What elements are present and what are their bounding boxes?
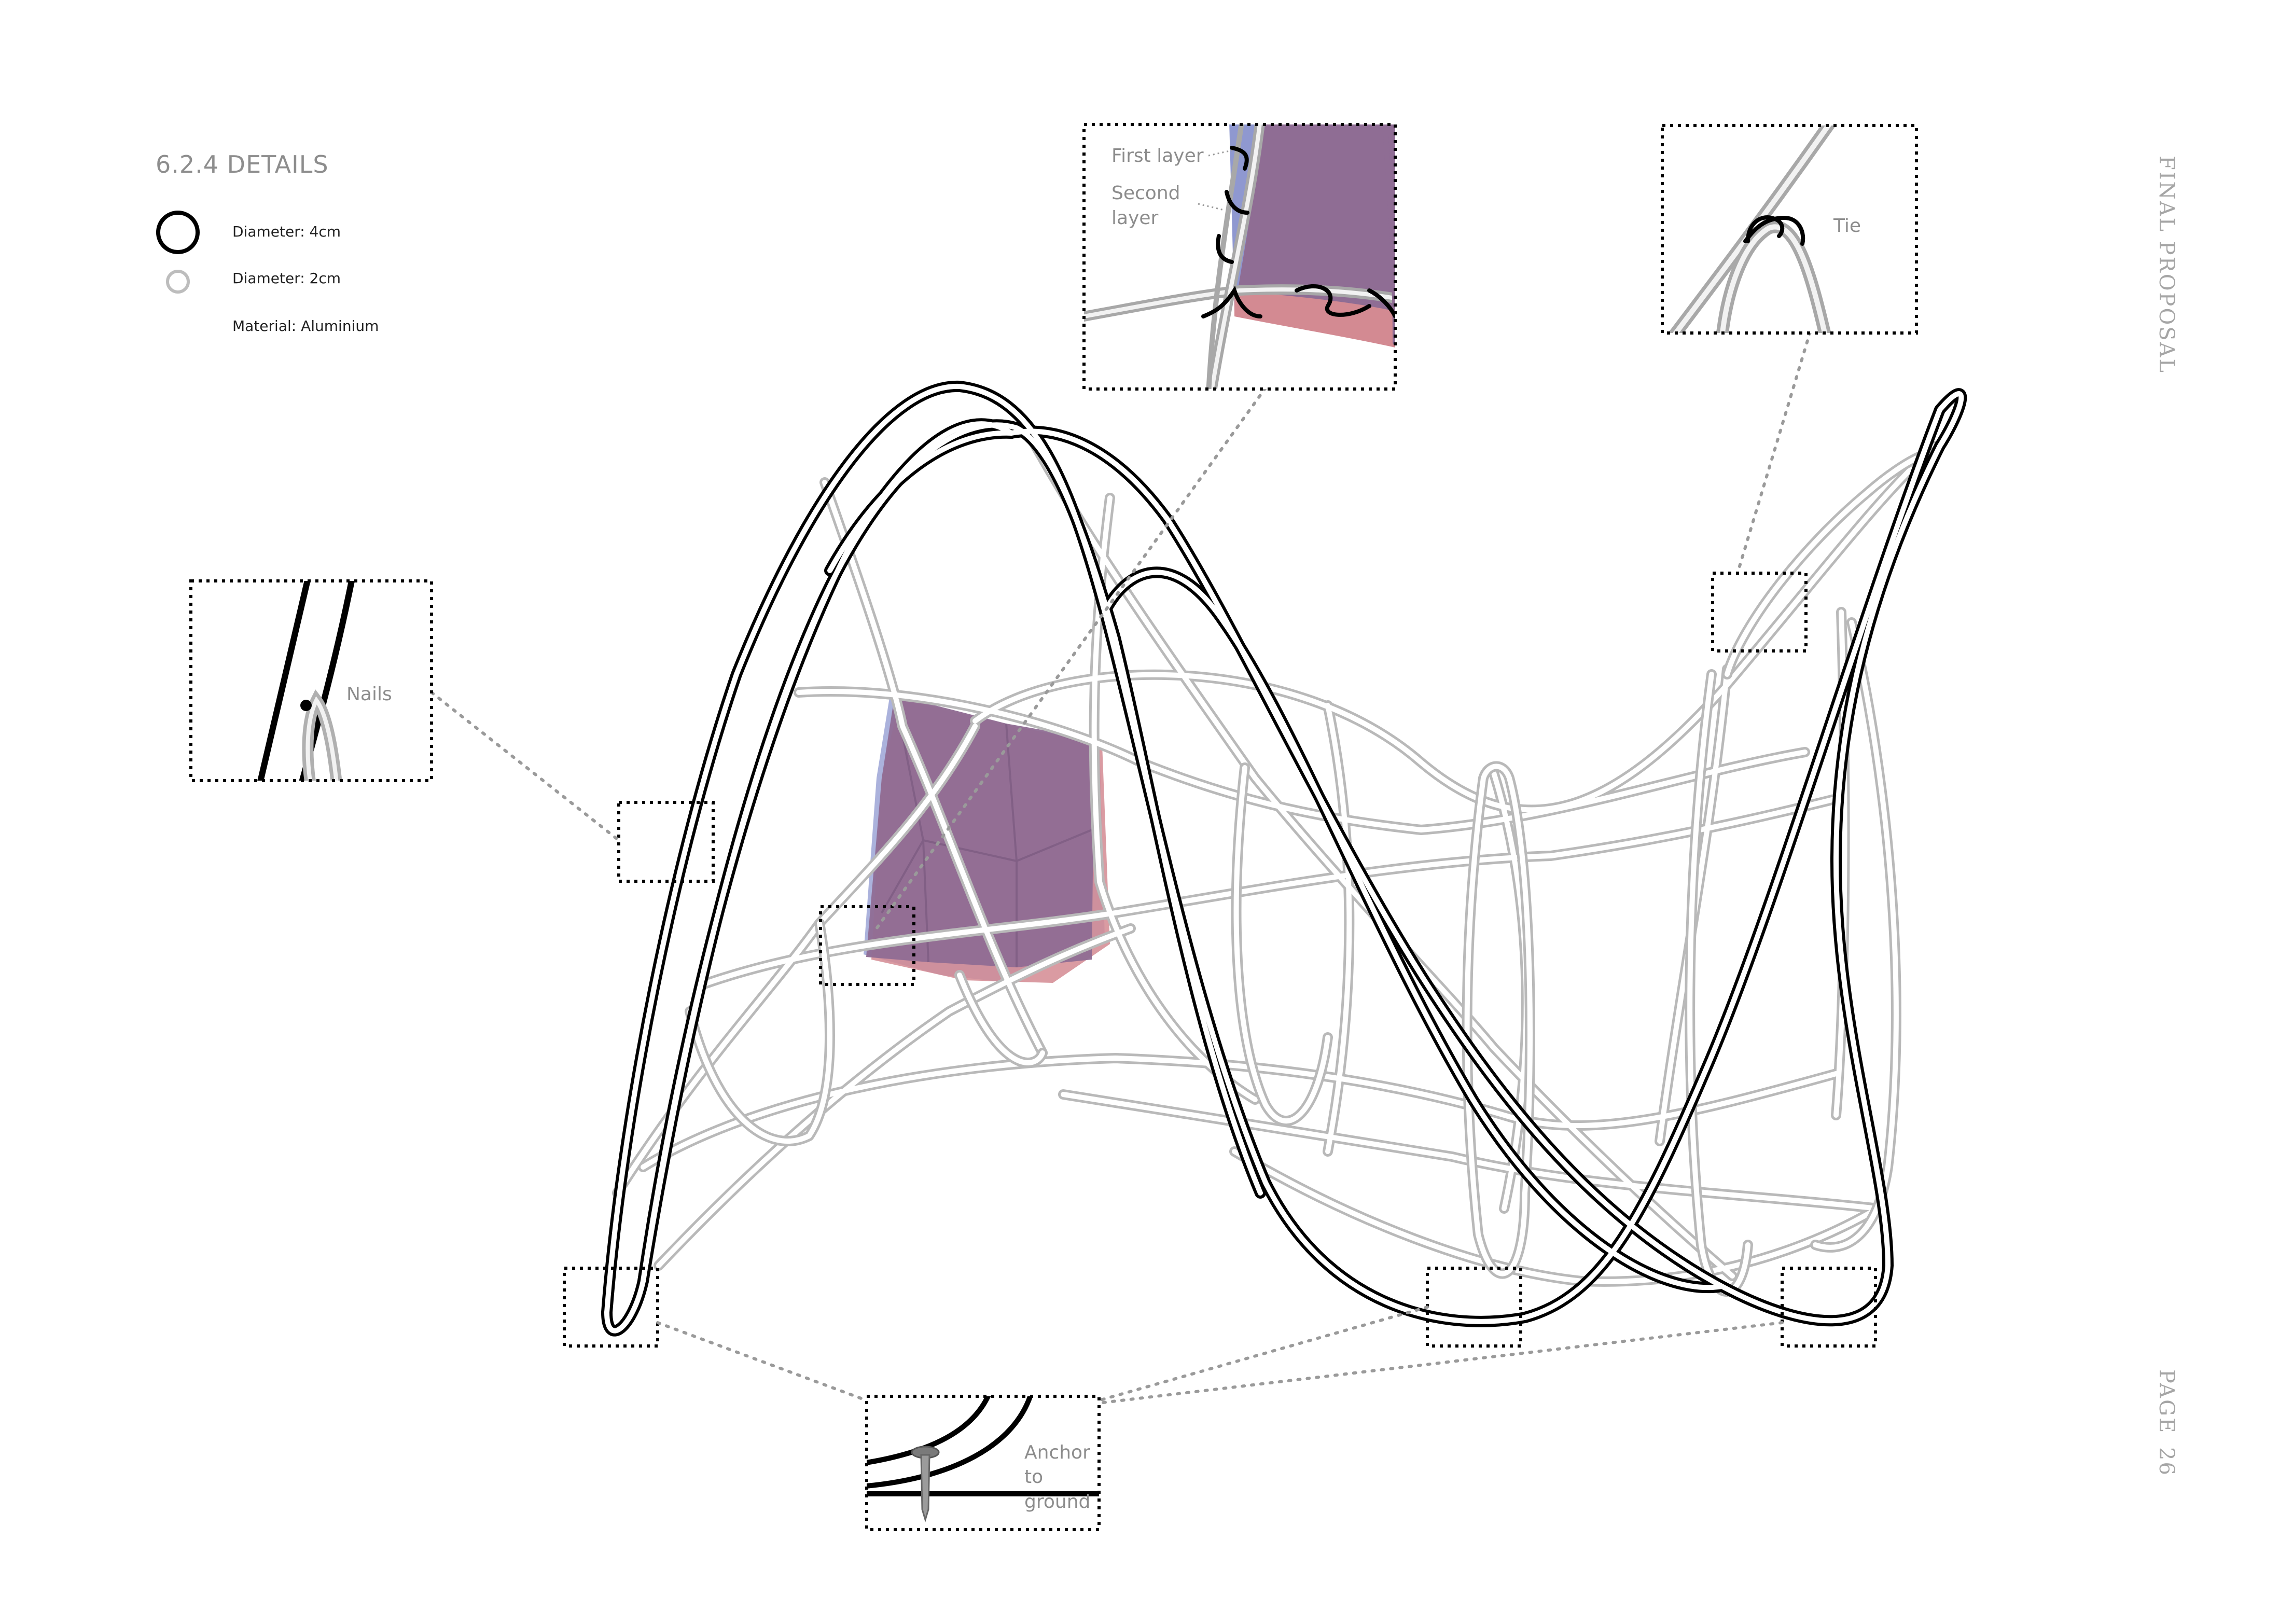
secondary-members	[612, 425, 1935, 1292]
legend-diameter-2cm: Diameter: 2cm	[232, 270, 341, 287]
label-anchor-line3: ground	[1024, 1491, 1091, 1512]
callout-layers	[1082, 123, 1397, 391]
label-anchor-line1: Anchor	[1024, 1442, 1090, 1463]
label-tie: Tie	[1833, 215, 1861, 237]
main-tube	[607, 386, 1961, 1331]
label-second-layer-line2: layer	[1111, 207, 1159, 229]
marker-boxes	[563, 572, 1877, 1348]
marker-tie	[1711, 572, 1808, 653]
marker-anchor-1	[563, 1267, 659, 1348]
marker-layers	[819, 905, 915, 986]
callout-anchor	[865, 1395, 1101, 1531]
label-nails: Nails	[346, 684, 392, 705]
anchor-nail-icon	[911, 1446, 940, 1523]
legend-diameter-4cm: Diameter: 4cm	[232, 223, 341, 240]
nail-dot-icon	[300, 700, 312, 711]
thin-ring-icon	[166, 270, 190, 294]
label-second-layer-line1: Second	[1111, 183, 1180, 204]
callout-nails	[189, 579, 433, 782]
label-first-layer: First layer	[1111, 145, 1204, 166]
page-label: PAGE	[2155, 1369, 2178, 1435]
page-number: 26	[2155, 1447, 2178, 1477]
label-anchor-line2: to	[1024, 1466, 1044, 1488]
section-title: 6.2.4 DETAILS	[156, 150, 329, 178]
thick-ring-icon	[156, 211, 200, 254]
legend-material: Material: Aluminium	[232, 317, 379, 335]
page-header-final-proposal: FINAL PROPOSAL	[2155, 156, 2178, 374]
marker-anchor-2	[1426, 1267, 1522, 1348]
leader-lines	[430, 330, 1812, 1405]
marker-anchor-3	[1781, 1267, 1877, 1348]
callout-tie	[1661, 124, 1918, 335]
marker-nails	[617, 801, 715, 883]
